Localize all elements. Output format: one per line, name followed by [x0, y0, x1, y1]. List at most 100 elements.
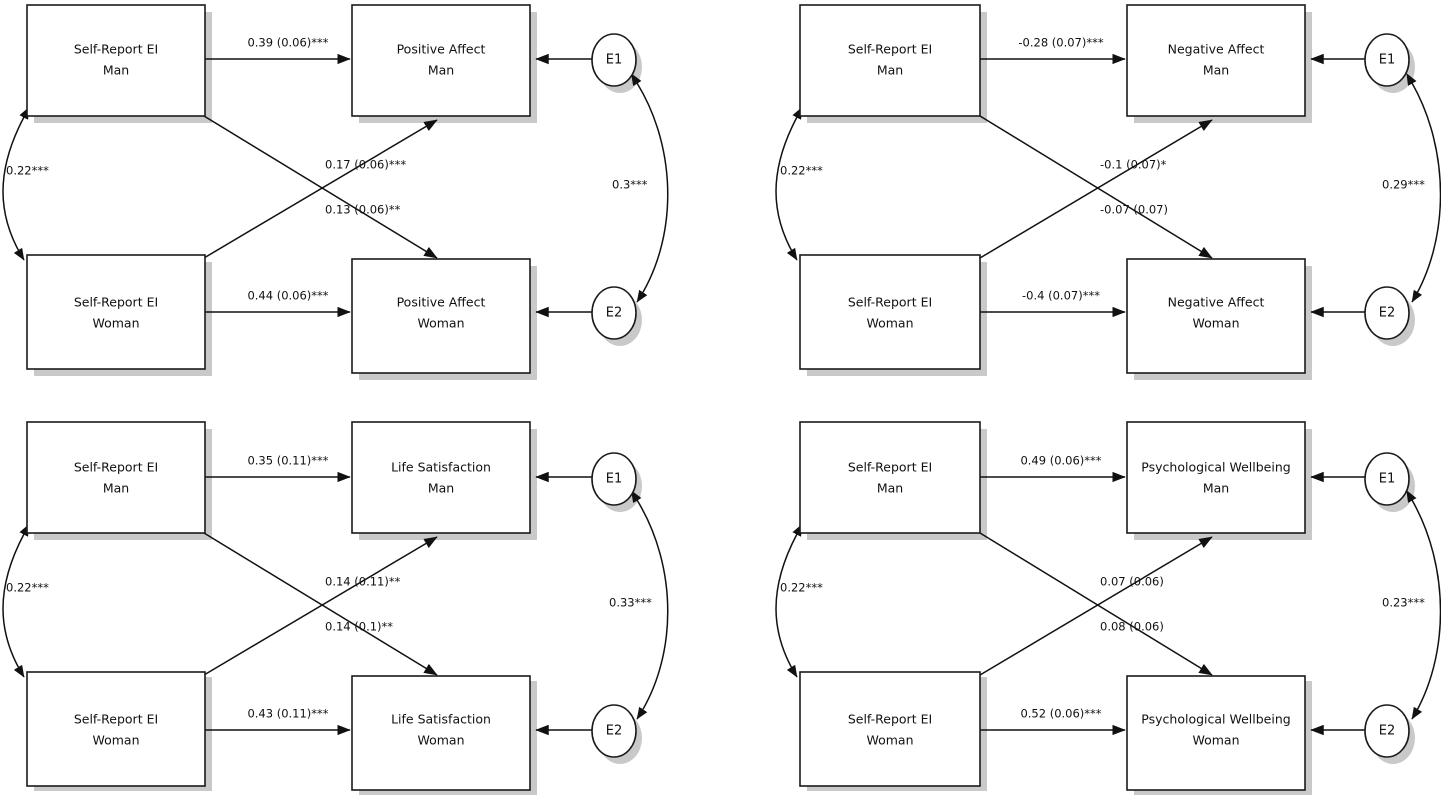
error-correlation-coefficient: 0.23***: [1382, 596, 1425, 610]
predictor-box-woman[interactable]: [26, 254, 206, 370]
error-correlation-coefficient: 0.3***: [612, 178, 648, 192]
predictor-woman-label-line1: Self-Report EI: [848, 712, 932, 727]
predictor-correlation-coefficient: 0.22***: [6, 164, 49, 178]
partner-path-woman-to-man: [203, 119, 438, 259]
partner-man-to-woman-coefficient: 0.13 (0.06)**: [325, 203, 401, 217]
outcome-man-label-line1: Psychological Wellbeing: [1141, 460, 1290, 475]
outcome-box-man[interactable]: [351, 4, 531, 117]
error-ellipse-e1[interactable]: [1364, 452, 1410, 506]
partner-woman-to-man-coefficient: 0.07 (0.06): [1100, 575, 1164, 589]
outcome-man-label-line2: Man: [428, 63, 454, 78]
predictor-box-man[interactable]: [26, 421, 206, 534]
outcome-man-label-line2: Man: [428, 481, 454, 496]
predictor-woman-label-line1: Self-Report EI: [74, 712, 158, 727]
error-correlation-coefficient: 0.33***: [609, 596, 652, 610]
partner-man-to-woman-coefficient: 0.08 (0.06): [1100, 620, 1164, 634]
predictor-box-man[interactable]: [799, 421, 981, 534]
panel-psychological-wellbeing: Self-Report EI Man Psychological Wellbei…: [775, 421, 1441, 795]
error-label-e1: E1: [606, 472, 623, 487]
predictor-woman-label-line2: Woman: [92, 316, 139, 331]
error-label-e2: E2: [1379, 724, 1396, 739]
panel-negative-affect: Self-Report EI Man Negative Affect Man S…: [775, 4, 1441, 380]
error-correlation-curve: [1406, 73, 1441, 303]
outcome-box-man[interactable]: [351, 421, 531, 534]
outcome-man-label-line1: Life Satisfaction: [391, 460, 491, 475]
partner-woman-to-man-coefficient: 0.17 (0.06)***: [325, 158, 406, 172]
outcome-woman-label-line1: Psychological Wellbeing: [1141, 712, 1290, 727]
predictor-box-man[interactable]: [799, 4, 981, 117]
outcome-woman-label-line2: Woman: [417, 733, 464, 748]
actor-man-coefficient: 0.39 (0.06)***: [247, 36, 328, 50]
partner-man-to-woman-coefficient: 0.14 (0.1)**: [325, 620, 393, 634]
error-correlation-coefficient: 0.29***: [1382, 178, 1425, 192]
predictor-correlation-coefficient: 0.22***: [780, 581, 823, 595]
partner-path-man-to-woman: [203, 532, 438, 676]
predictor-man-label-line2: Man: [103, 63, 129, 78]
error-label-e2: E2: [606, 306, 623, 321]
error-label-e1: E1: [1379, 472, 1396, 487]
outcome-man-label-line2: Man: [1203, 481, 1229, 496]
partner-path-woman-to-man: [979, 536, 1213, 676]
error-correlation-curve: [631, 490, 669, 720]
predictor-man-label-line2: Man: [877, 63, 903, 78]
predictor-correlation-curve: [2, 106, 30, 261]
predictor-correlation-curve: [2, 523, 30, 678]
error-ellipse-e1[interactable]: [1364, 33, 1410, 87]
outcome-man-label-line2: Man: [1203, 63, 1229, 78]
predictor-man-label-line1: Self-Report EI: [74, 460, 158, 475]
predictor-box-woman[interactable]: [26, 671, 206, 787]
outcome-woman-label-line1: Life Satisfaction: [391, 712, 491, 727]
panel-life-satisfaction: Self-Report EI Man Life Satisfaction Man…: [2, 421, 669, 795]
error-label-e2: E2: [606, 724, 623, 739]
actor-man-coefficient: -0.28 (0.07)***: [1018, 36, 1103, 50]
predictor-correlation-curve: [775, 523, 803, 678]
panel-positive-affect: Self-Report EI Man Positive Affect Man S…: [2, 4, 669, 380]
actor-woman-coefficient: -0.4 (0.07)***: [1022, 289, 1100, 303]
predictor-man-label-line2: Man: [103, 481, 129, 496]
predictor-man-label-line1: Self-Report EI: [848, 460, 932, 475]
outcome-man-label-line1: Negative Affect: [1168, 42, 1265, 57]
partner-path-man-to-woman: [979, 532, 1213, 676]
outcome-woman-label-line2: Woman: [1192, 316, 1239, 331]
outcome-woman-label-line1: Positive Affect: [397, 295, 486, 310]
predictor-woman-label-line2: Woman: [92, 733, 139, 748]
partner-path-woman-to-man: [203, 536, 438, 676]
outcome-woman-label-line2: Woman: [417, 316, 464, 331]
predictor-box-woman[interactable]: [799, 254, 981, 370]
error-label-e1: E1: [1379, 53, 1396, 68]
error-ellipse-e2[interactable]: [1364, 286, 1410, 340]
error-correlation-curve: [631, 73, 669, 303]
predictor-woman-label-line2: Woman: [866, 733, 913, 748]
outcome-box-man[interactable]: [1126, 4, 1306, 117]
predictor-man-label-line2: Man: [877, 481, 903, 496]
actor-woman-coefficient: 0.43 (0.11)***: [247, 707, 328, 721]
outcome-woman-label-line2: Woman: [1192, 733, 1239, 748]
outcome-box-man[interactable]: [1126, 421, 1306, 534]
outcome-box-woman[interactable]: [351, 675, 531, 791]
partner-woman-to-man-coefficient: -0.1 (0.07)*: [1100, 158, 1167, 172]
partner-path-man-to-woman: [203, 115, 438, 259]
partner-man-to-woman-coefficient: -0.07 (0.07): [1100, 203, 1168, 217]
predictor-man-label-line1: Self-Report EI: [848, 42, 932, 57]
outcome-box-woman[interactable]: [351, 258, 531, 374]
actor-man-coefficient: 0.35 (0.11)***: [247, 454, 328, 468]
error-ellipse-e1[interactable]: [591, 452, 637, 506]
partner-path-woman-to-man: [979, 119, 1213, 259]
actor-man-coefficient: 0.49 (0.06)***: [1020, 454, 1101, 468]
error-ellipse-e2[interactable]: [591, 286, 637, 340]
predictor-woman-label-line2: Woman: [866, 316, 913, 331]
predictor-correlation-curve: [775, 106, 803, 261]
actor-woman-coefficient: 0.52 (0.06)***: [1020, 707, 1101, 721]
error-correlation-curve: [1406, 490, 1441, 720]
error-ellipse-e2[interactable]: [1364, 704, 1410, 758]
error-ellipse-e2[interactable]: [591, 704, 637, 758]
outcome-box-woman[interactable]: [1126, 258, 1306, 374]
error-ellipse-e1[interactable]: [591, 33, 637, 87]
predictor-box-woman[interactable]: [799, 671, 981, 787]
error-label-e1: E1: [606, 53, 623, 68]
predictor-correlation-coefficient: 0.22***: [780, 164, 823, 178]
predictor-box-man[interactable]: [26, 4, 206, 117]
outcome-box-woman[interactable]: [1126, 675, 1306, 791]
outcome-woman-label-line1: Negative Affect: [1168, 295, 1265, 310]
